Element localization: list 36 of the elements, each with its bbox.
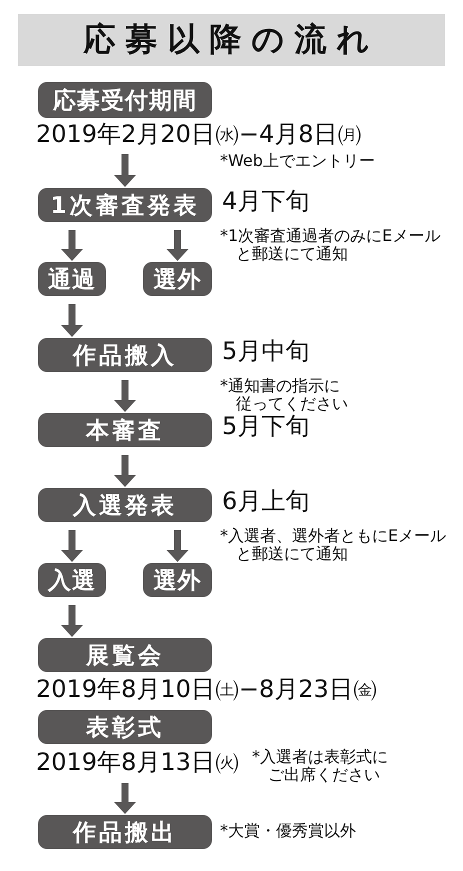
step-pill: 表彰式 <box>38 710 212 744</box>
period-text: 5月中旬 <box>222 338 310 364</box>
step-pill: 選外 <box>143 262 212 296</box>
note-text: *入選者、選外者ともにEメールと郵送にて通知 <box>220 527 448 562</box>
step-pill: 通過 <box>38 262 106 296</box>
step-pill: 応募受付期間 <box>38 82 212 118</box>
step-pill: 入選発表 <box>38 488 212 522</box>
arrow <box>114 154 136 187</box>
arrow <box>61 605 83 637</box>
period-text: 2019年8月13日㈫ <box>36 749 240 776</box>
period-text: 5月下旬 <box>222 413 310 440</box>
period-text: 2019年8月10日㈯−8月23日㈮ <box>36 676 378 702</box>
period-text: 6月上旬 <box>222 488 310 514</box>
step-pill: 作品搬入 <box>38 338 212 372</box>
step-pill: 選外 <box>143 563 212 597</box>
note-text: *大賞・優秀賞以外 <box>220 822 357 840</box>
arrow <box>114 380 136 412</box>
arrow <box>61 304 83 337</box>
period-text: 4月下旬 <box>222 188 310 214</box>
step-pill: 作品搬出 <box>38 815 212 849</box>
arrow <box>114 455 136 487</box>
step-pill: 本審査 <box>38 413 212 447</box>
arrow <box>166 230 188 261</box>
step-pill: 入選 <box>38 563 106 597</box>
note-text: *Web上でエントリー <box>220 152 376 170</box>
arrow <box>61 530 83 562</box>
period-text: 2019年2月20日㈬−4月8日㈪ <box>36 121 363 148</box>
arrow <box>61 230 83 261</box>
arrow <box>114 783 136 814</box>
note-text: *入選者は表彰式にご出席ください <box>252 748 389 784</box>
step-pill: 展覧会 <box>38 638 212 672</box>
arrow <box>166 530 188 562</box>
title-banner: 応募以降の流れ <box>18 14 445 66</box>
step-pill: 1次審査発表 <box>38 188 212 222</box>
note-text: *通知書の指示に従ってください <box>220 377 349 412</box>
note-text: *1次審査通過者のみにEメールと郵送にて通知 <box>220 227 442 262</box>
